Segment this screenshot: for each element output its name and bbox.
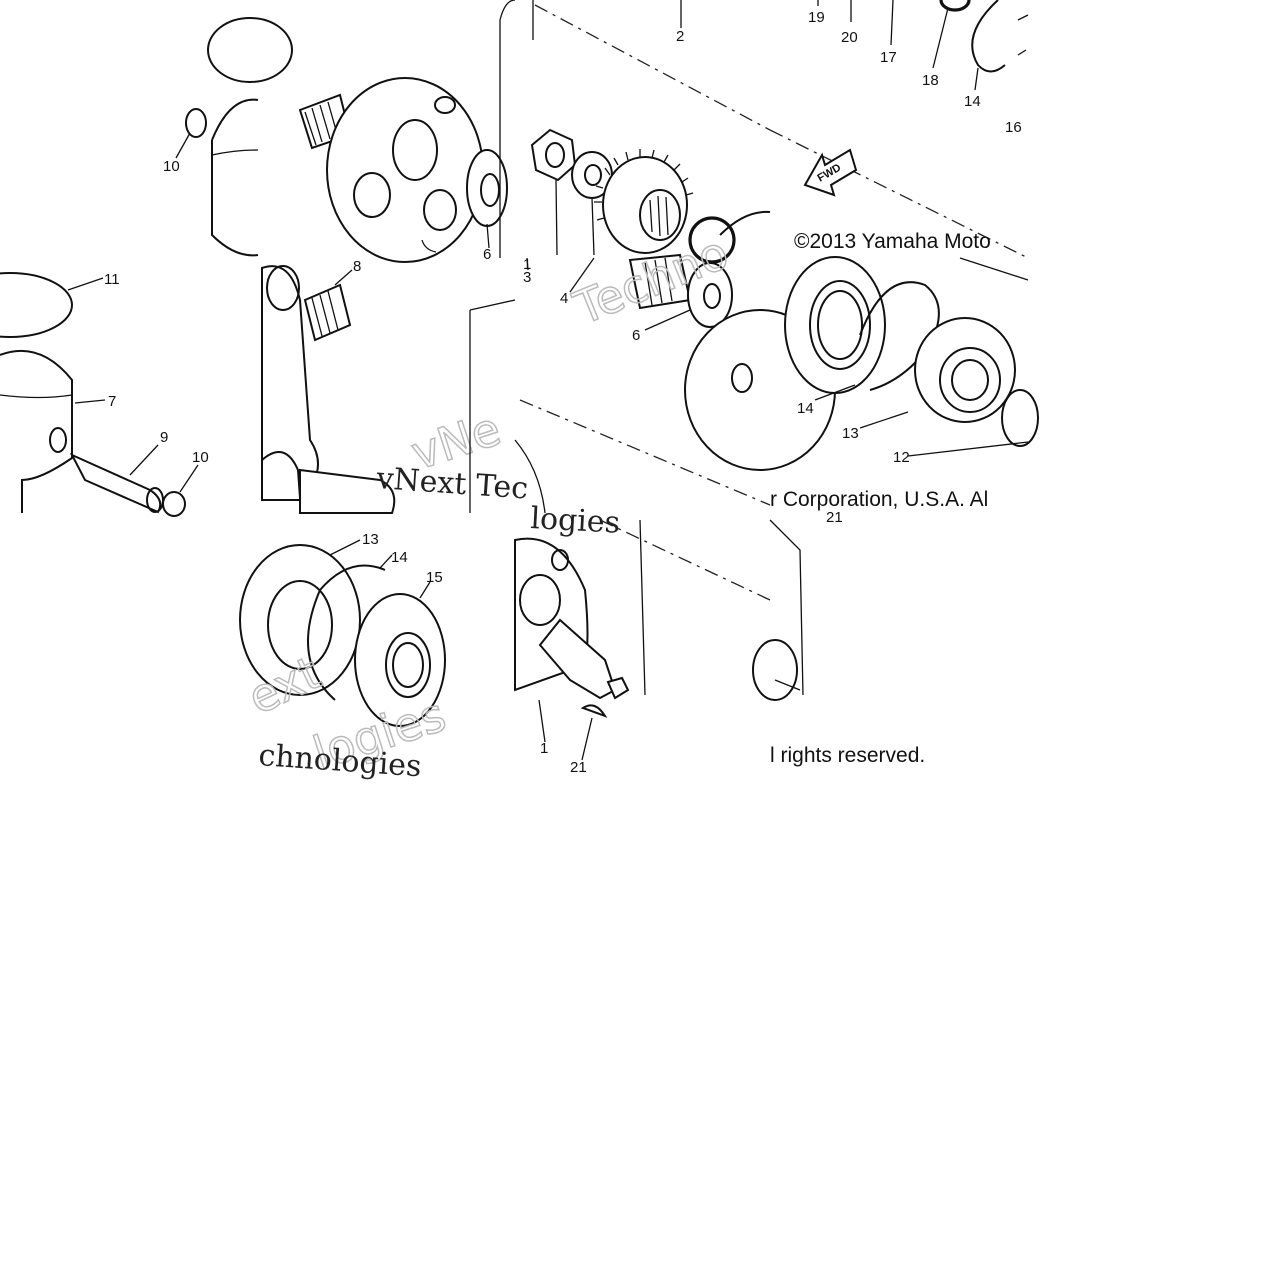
- washer-6-lower: [687, 262, 733, 328]
- callout-3: 3: [523, 269, 531, 286]
- tile-piston-lower: 11 7 9 10: [0, 271, 209, 517]
- callout-1-upper: 1: [523, 256, 531, 273]
- tile-crank-wheel: 6: [298, 0, 516, 263]
- callout-19: 19: [808, 9, 825, 26]
- callout-14-upper: 14: [964, 93, 981, 110]
- crank-wheel-disc: [326, 77, 484, 263]
- piston-ring-upper: [207, 17, 293, 83]
- callout-16: 16: [1005, 119, 1022, 136]
- tile-connecting-rod: 8 vNext Tec vNe: [261, 258, 529, 514]
- callout-6-lower: 6: [632, 327, 640, 344]
- washer-6-upper: [466, 149, 508, 227]
- circlip-14-upper: [971, 0, 1006, 73]
- circlip-upper: [185, 108, 207, 138]
- tile-piston-upper: 10: [163, 17, 293, 257]
- piston-ring-lower: [0, 272, 73, 338]
- needle-bearing: [303, 283, 352, 342]
- tile-crank-taper: 1 21: [514, 519, 771, 776]
- callout-10-lower: 10: [192, 449, 209, 466]
- callout-8: 8: [353, 258, 361, 275]
- tile-primary-drive: 2 1 3 4 6 Techno: [514, 0, 836, 514]
- piston-lower-body: [0, 349, 73, 513]
- tile-case-fragment: l rights reserved.: [752, 519, 925, 767]
- seal-18: [939, 0, 971, 12]
- callout-17: 17: [880, 49, 897, 66]
- callout-14-right: 14: [797, 400, 814, 417]
- tapered-shaft: [538, 618, 617, 700]
- tile-bearings-right: 14 13 12 r Corporation, U.S.A. Al 21: [770, 256, 1039, 526]
- fwd-arrow-icon: FWD: [803, 148, 858, 197]
- oil-seal-15: [354, 593, 446, 727]
- callout-4: 4: [560, 290, 568, 307]
- bearing-13-right: [914, 317, 1016, 423]
- piston-upper-body: [211, 98, 259, 257]
- seal-fragment: [752, 639, 798, 701]
- o-ring: [688, 216, 736, 264]
- copyright-line-1: ©2013 Yamaha Moto: [794, 230, 991, 253]
- bearing-12: [1001, 389, 1039, 447]
- callout-21-lower: 21: [570, 759, 587, 776]
- tile-oil-seals-upper: 19 20 17 18 14 16 FWD ©2013 Yamaha Moto: [769, 0, 1029, 259]
- callout-15: 15: [426, 569, 443, 586]
- callout-12: 12: [893, 449, 910, 466]
- watermark-serif-2: logies: [530, 501, 621, 541]
- thread-end: [606, 676, 630, 700]
- callout-20: 20: [841, 29, 858, 46]
- circlip-14-lower: [307, 564, 386, 701]
- callout-13-lower: 13: [362, 531, 379, 548]
- primary-gear: [602, 156, 688, 254]
- callout-1-lower: 1: [540, 740, 548, 757]
- callout-6-upper: 6: [483, 246, 491, 263]
- circlip-lower: [162, 491, 186, 517]
- nut: [530, 128, 577, 182]
- bearing-13-lower: [239, 544, 361, 696]
- callout-10-upper: 10: [163, 158, 180, 175]
- callout-13-right: 13: [842, 425, 859, 442]
- callout-21-upper: 21: [826, 509, 843, 526]
- callout-11: 11: [104, 271, 120, 288]
- circlip-14-right: [859, 281, 940, 391]
- copyright-line-2: r Corporation, U.S.A. Al: [770, 488, 988, 511]
- woodruff-key: [580, 704, 608, 718]
- copyright-line-3: l rights reserved.: [770, 744, 925, 767]
- callout-18: 18: [922, 72, 939, 89]
- callout-7: 7: [108, 393, 116, 410]
- callout-14-lower: 14: [391, 549, 408, 566]
- callout-9: 9: [160, 429, 168, 446]
- callout-2: 2: [676, 28, 684, 45]
